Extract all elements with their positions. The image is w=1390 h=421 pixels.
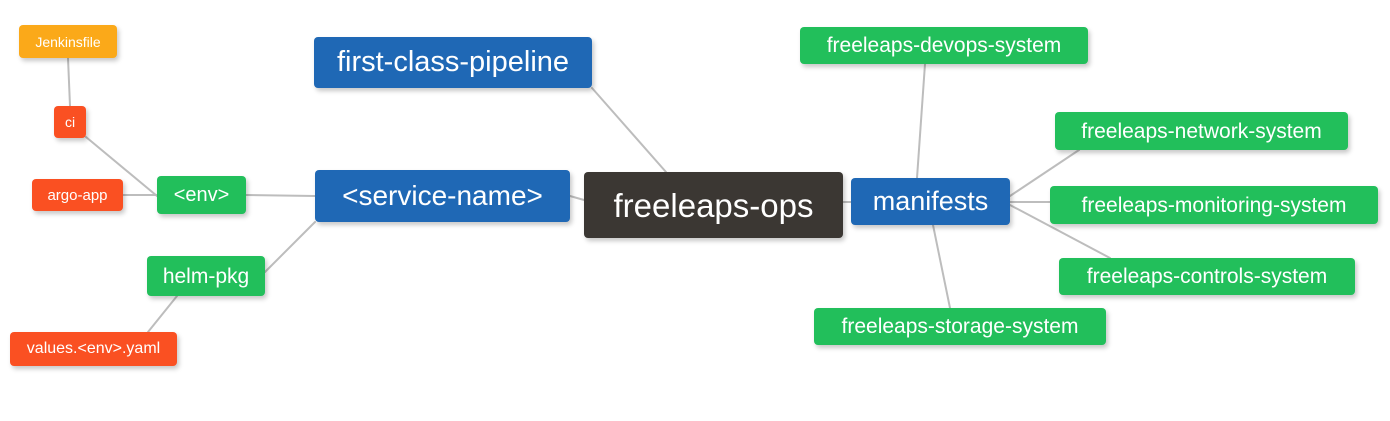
- node-argo-app[interactable]: argo-app: [32, 179, 123, 211]
- node-label-service-name: <service-name>: [342, 180, 543, 211]
- edge-jenkinsfile-to-ci: [67, 57, 71, 107]
- edge-manifests-to-freeleaps-storage-system: [932, 224, 951, 309]
- node-freeleaps-network-system[interactable]: freeleaps-network-system: [1055, 112, 1348, 150]
- node-label-freeleaps-ops: freeleaps-ops: [613, 186, 814, 224]
- node-ci[interactable]: ci: [54, 106, 86, 138]
- node-label-ci: ci: [64, 114, 76, 130]
- node-first-class-pipeline[interactable]: first-class-pipeline: [314, 37, 592, 88]
- edge-first-class-pipeline-to-freeleaps-ops: [591, 87, 667, 173]
- node-freeleaps-devops-system[interactable]: freeleaps-devops-system: [800, 27, 1088, 64]
- node-label-manifests: manifests: [872, 186, 989, 216]
- node-jenkinsfile[interactable]: Jenkinsfile: [19, 25, 117, 58]
- node-freeleaps-storage-system[interactable]: freeleaps-storage-system: [814, 308, 1106, 345]
- node-label-freeleaps-monitoring-system: freeleaps-monitoring-system: [1081, 193, 1347, 217]
- node-label-env: <env>: [173, 184, 230, 206]
- node-env[interactable]: <env>: [157, 176, 246, 214]
- node-manifests[interactable]: manifests: [851, 178, 1010, 225]
- edge-env-to-service-name: [245, 194, 316, 197]
- node-label-values-yaml: values.<env>.yaml: [26, 340, 161, 357]
- node-label-freeleaps-network-system: freeleaps-network-system: [1081, 119, 1322, 143]
- node-label-first-class-pipeline: first-class-pipeline: [336, 46, 570, 78]
- edge-helm-pkg-to-values-yaml: [147, 295, 178, 333]
- edge-manifests-to-freeleaps-devops-system: [916, 63, 926, 179]
- node-service-name[interactable]: <service-name>: [315, 170, 570, 222]
- node-freeleaps-ops[interactable]: freeleaps-ops: [584, 172, 843, 238]
- edge-service-name-to-helm-pkg: [264, 221, 316, 273]
- node-helm-pkg[interactable]: helm-pkg: [147, 256, 265, 296]
- node-values-yaml[interactable]: values.<env>.yaml: [10, 332, 177, 366]
- node-label-helm-pkg: helm-pkg: [162, 264, 250, 288]
- node-label-freeleaps-devops-system: freeleaps-devops-system: [826, 34, 1062, 57]
- node-label-freeleaps-controls-system: freeleaps-controls-system: [1086, 265, 1328, 288]
- node-freeleaps-controls-system[interactable]: freeleaps-controls-system: [1059, 258, 1355, 295]
- node-label-argo-app: argo-app: [47, 186, 108, 204]
- edge-service-name-to-freeleaps-ops: [569, 195, 585, 201]
- node-label-freeleaps-storage-system: freeleaps-storage-system: [841, 315, 1079, 338]
- node-freeleaps-monitoring-system[interactable]: freeleaps-monitoring-system: [1050, 186, 1378, 224]
- node-label-jenkinsfile: Jenkinsfile: [35, 33, 101, 50]
